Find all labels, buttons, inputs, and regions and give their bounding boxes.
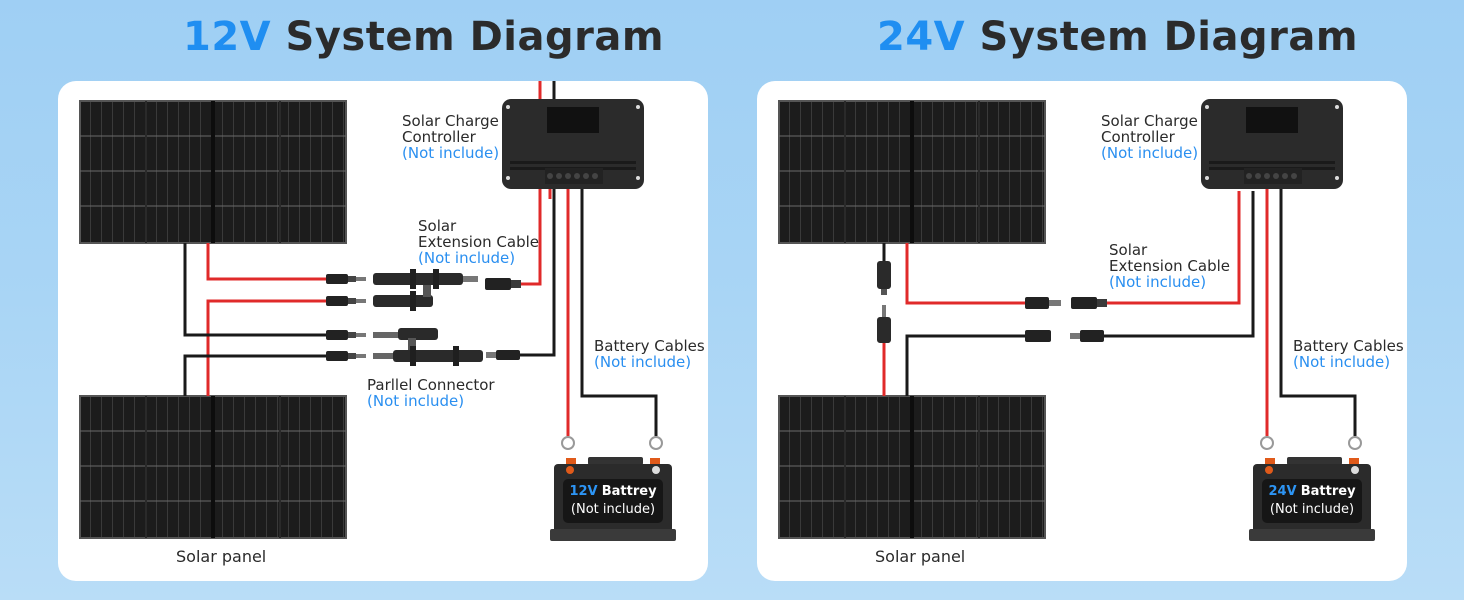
title-voltage: 12V — [183, 14, 272, 60]
charge-controller-12v — [502, 99, 644, 199]
extension-cable-label-12v: Solar Extension Cable (Not include) — [418, 217, 539, 267]
title-text: System Diagram — [271, 14, 665, 60]
battery-cables-label-12v: Battery Cables (Not include) — [594, 337, 705, 371]
panel-wires — [183, 243, 326, 396]
diagram-card-24v: Solar Charge Controller (Not include) So… — [757, 81, 1407, 581]
solar-panel-top — [79, 100, 347, 244]
diagram-card-12v: Solar Charge Controller (Not include) So… — [58, 81, 708, 581]
battery-12v — [550, 457, 676, 541]
mc4-connectors — [326, 274, 366, 361]
extension-cable-label-24v: Solar Extension Cable (Not include) — [1109, 241, 1230, 291]
battery-label-24v: 24V Battrey (Not include) — [1268, 484, 1356, 517]
battery-label-12v: 12V Battrey (Not include) — [569, 484, 657, 517]
controller-label-12v: Solar Charge Controller (Not include) — [402, 112, 500, 162]
title-12v: 12V System Diagram — [183, 14, 664, 60]
title-24v: 24V System Diagram — [877, 14, 1358, 60]
battery-24v — [1249, 457, 1375, 541]
wiring-diagram-12v — [79, 81, 676, 541]
extension-cable-24v — [1025, 191, 1255, 342]
solar-panel-top — [778, 100, 1046, 244]
battery-cables-label-24v: Battery Cables (Not include) — [1293, 337, 1404, 371]
solar-panel-caption-24v: Solar panel — [875, 547, 966, 566]
solar-panel-bottom — [79, 395, 347, 539]
title-text: System Diagram — [965, 14, 1359, 60]
panel-wires — [905, 243, 1025, 396]
controller-label-24v: Solar Charge Controller (Not include) — [1101, 112, 1199, 162]
parallel-connector-label: Parllel Connector (Not include) — [367, 376, 495, 410]
charge-controller-24v — [1201, 99, 1343, 189]
solar-panel-bottom — [778, 395, 1046, 539]
battery-cables-12v — [561, 181, 663, 450]
parallel-connector — [373, 269, 483, 366]
battery-cables-24v — [1260, 181, 1362, 450]
wiring-diagram-24v — [778, 99, 1375, 541]
series-connector — [877, 243, 891, 396]
solar-panel-caption-12v: Solar panel — [176, 547, 267, 566]
title-voltage: 24V — [877, 14, 966, 60]
